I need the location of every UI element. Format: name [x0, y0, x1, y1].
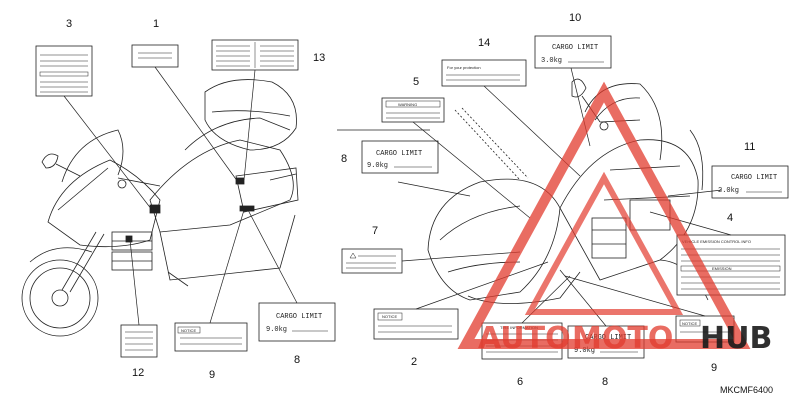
- watermark-logo: AUTO MOTO HUB: [457, 81, 772, 356]
- callout-3: 3: [66, 18, 72, 30]
- cargo-limit-text-10: CARGO LIMIT: [552, 44, 598, 52]
- callout-12: 12: [132, 367, 144, 379]
- watermark-text-moto: MOTO: [572, 321, 673, 356]
- label-3-box: [35, 45, 93, 97]
- callout-8-bottom: 8: [602, 376, 608, 388]
- callout-8-mid: 8: [341, 153, 347, 165]
- callout-9-right: 9: [711, 362, 717, 374]
- callout-10: 10: [569, 12, 581, 24]
- callout-5: 5: [413, 76, 419, 88]
- label-8-left-box: CARGO LIMIT 9.0kg: [258, 302, 336, 342]
- label-8-mid-box: CARGO LIMIT 9.0kg: [361, 140, 439, 174]
- right-motorcycle-drawing: [427, 78, 709, 304]
- watermark-text-auto: AUTO: [478, 321, 571, 356]
- label-2-box: NOTICE: [373, 308, 459, 340]
- label-11-box: CARGO LIMIT 2.0kg: [711, 165, 789, 199]
- callout-14: 14: [478, 37, 490, 49]
- protection-text: For your protection: [447, 65, 481, 70]
- cargo-limit-text-11: CARGO LIMIT: [731, 174, 777, 182]
- notice-text-left: NOTICE: [181, 328, 196, 333]
- label-13-box: [211, 39, 299, 71]
- notice-text-2: NOTICE: [382, 314, 397, 319]
- weight-text-10: 3.0kg: [541, 57, 562, 65]
- weight-text-8-bottom: 9.0kg: [574, 347, 595, 355]
- callout-9-left: 9: [209, 369, 215, 381]
- label-7-box: [341, 248, 403, 274]
- callout-11: 11: [744, 141, 755, 153]
- notice-text-9-right: NOTICE: [682, 321, 697, 326]
- label-14-box: For your protection: [441, 59, 527, 87]
- emission-heading-text: EMISSION: [712, 266, 732, 271]
- weight-text-11: 2.0kg: [718, 187, 739, 195]
- callout-6: 6: [517, 376, 523, 388]
- warning-text-5: WARNING: [398, 102, 417, 107]
- diagram-code: MKCMF6400: [720, 385, 773, 395]
- callout-8-left: 8: [294, 354, 300, 366]
- label-5-box: WARNING: [381, 97, 445, 123]
- tire-info-text: TIRE INFORMATION: [500, 325, 538, 330]
- callout-numbers: 3 1 13 12 9 8 14 10 5 8 11 4 7 2 6 8 9: [66, 12, 755, 388]
- callout-4: 4: [727, 212, 733, 224]
- label-10-box: CARGO LIMIT 3.0kg: [534, 35, 612, 69]
- emission-info-text: VEHICLE EMISSION CONTROL INFO: [682, 239, 751, 244]
- callout-1: 1: [153, 18, 159, 30]
- label-1-box: [131, 44, 179, 68]
- label-12-box: [120, 324, 158, 358]
- leader-lines: [63, 66, 732, 327]
- callout-7: 7: [372, 225, 378, 237]
- callout-13: 13: [313, 52, 325, 64]
- watermark-text-hub: HUB: [700, 321, 772, 356]
- weight-text-8-left: 9.0kg: [266, 326, 287, 334]
- weight-text-8-mid: 9.0kg: [367, 162, 388, 170]
- cargo-limit-text-8-mid: CARGO LIMIT: [376, 150, 422, 158]
- callout-2: 2: [411, 356, 417, 368]
- label-9-left-box: NOTICE: [174, 322, 248, 352]
- cargo-limit-text-8-bottom: CARGO LIMIT: [585, 334, 631, 342]
- left-motorcycle-drawing: [21, 79, 299, 337]
- cargo-limit-text-8-left: CARGO LIMIT: [276, 313, 322, 321]
